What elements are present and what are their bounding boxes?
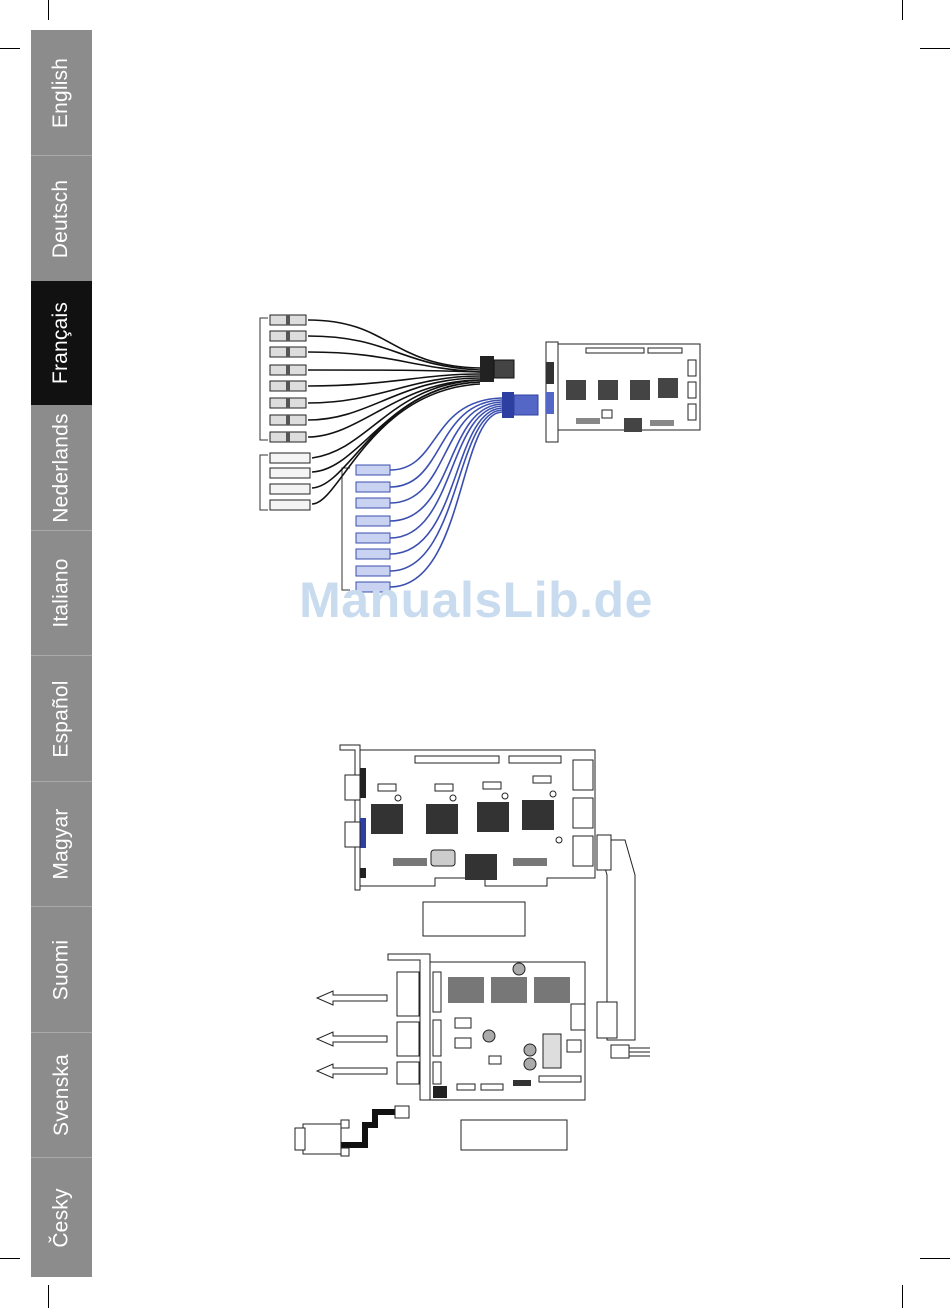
lang-tab-label: Español [50,680,74,757]
lang-tab-deutsch[interactable]: Deutsch [31,156,92,281]
crop-mark [0,1258,20,1259]
lang-tab-francais[interactable]: Français [31,281,92,405]
lang-tab-magyar[interactable]: Magyar [31,782,92,906]
crop-mark [920,1258,950,1259]
lang-tab-label: Svenska [50,1054,74,1136]
blue-db-connector [502,392,538,418]
lang-tab-label: Suomi [50,939,74,1000]
label-box [423,902,525,936]
lang-tab-label: Magyar [50,808,74,879]
watermark: ManualsLib.de [290,570,662,630]
relay-io-card [388,954,585,1100]
black-db-connector [480,356,514,382]
cable-figure [240,300,710,600]
label-box [461,1120,567,1150]
crop-mark [48,1285,49,1308]
crop-mark [0,48,20,49]
lang-tab-english[interactable]: English [31,30,92,155]
lang-tab-espanol[interactable]: Español [31,656,92,781]
lang-tab-svenska[interactable]: Svenska [31,1033,92,1157]
lang-tab-label: Nederlands [50,413,74,522]
lang-tab-nederlands[interactable]: Nederlands [31,405,92,530]
crop-mark [902,0,903,20]
output-arrows [317,991,387,1078]
lang-tab-label: English [50,57,74,127]
lang-tab-italiano[interactable]: Italiano [31,531,92,655]
lang-tab-suomi[interactable]: Suomi [31,907,92,1032]
serial-connector-cable [295,1106,409,1156]
crop-mark [902,1285,903,1308]
crop-mark [920,48,950,49]
lang-tab-label: Français [50,302,74,384]
lang-tab-cesky[interactable]: Česky [31,1158,92,1277]
install-figure [285,740,665,1165]
language-sidebar: English Deutsch Français Nederlands Ital… [31,30,92,1277]
lang-tab-label: Deutsch [50,179,74,257]
lang-tab-label: Česky [49,1188,73,1247]
lang-tab-label: Italiano [50,558,74,627]
crop-mark [48,0,49,20]
dvr-capture-card [340,745,595,890]
ribbon-cable [597,835,650,1058]
capture-card-small [546,342,700,442]
